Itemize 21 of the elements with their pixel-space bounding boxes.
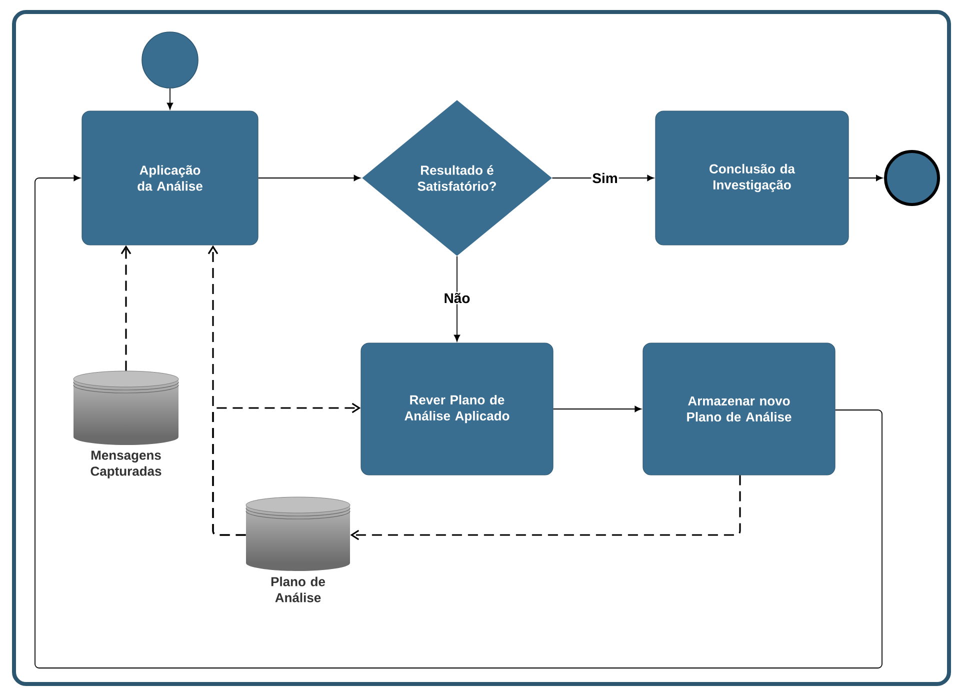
arrow (166, 88, 174, 110)
database-cylinder: Mensagens Capturadas (73, 370, 179, 478)
database-cylinder: Plano de Análise (246, 496, 350, 602)
arrow (848, 174, 883, 182)
process-box: Conclusão da Investigação (655, 110, 849, 246)
arrow (34, 174, 882, 668)
arrow (454, 256, 460, 342)
edge-label: Sim (591, 172, 619, 184)
process-box: Armazenar novo Plano de Análise (642, 342, 836, 476)
arrow (258, 174, 361, 182)
process-box: Aplicação da Análise (82, 110, 258, 246)
process-box: Rever Plano de Análise Aplicado (360, 342, 554, 476)
edge-label: Não (442, 292, 472, 304)
arrow (552, 406, 642, 412)
node-label: Mensagens Capturadas (90, 450, 162, 478)
start-circle (142, 32, 198, 88)
end-circle (884, 150, 940, 206)
arrow (212, 402, 361, 536)
arrow (350, 475, 741, 540)
node-label: Plano de Análise (271, 576, 326, 602)
arrow (120, 245, 132, 371)
